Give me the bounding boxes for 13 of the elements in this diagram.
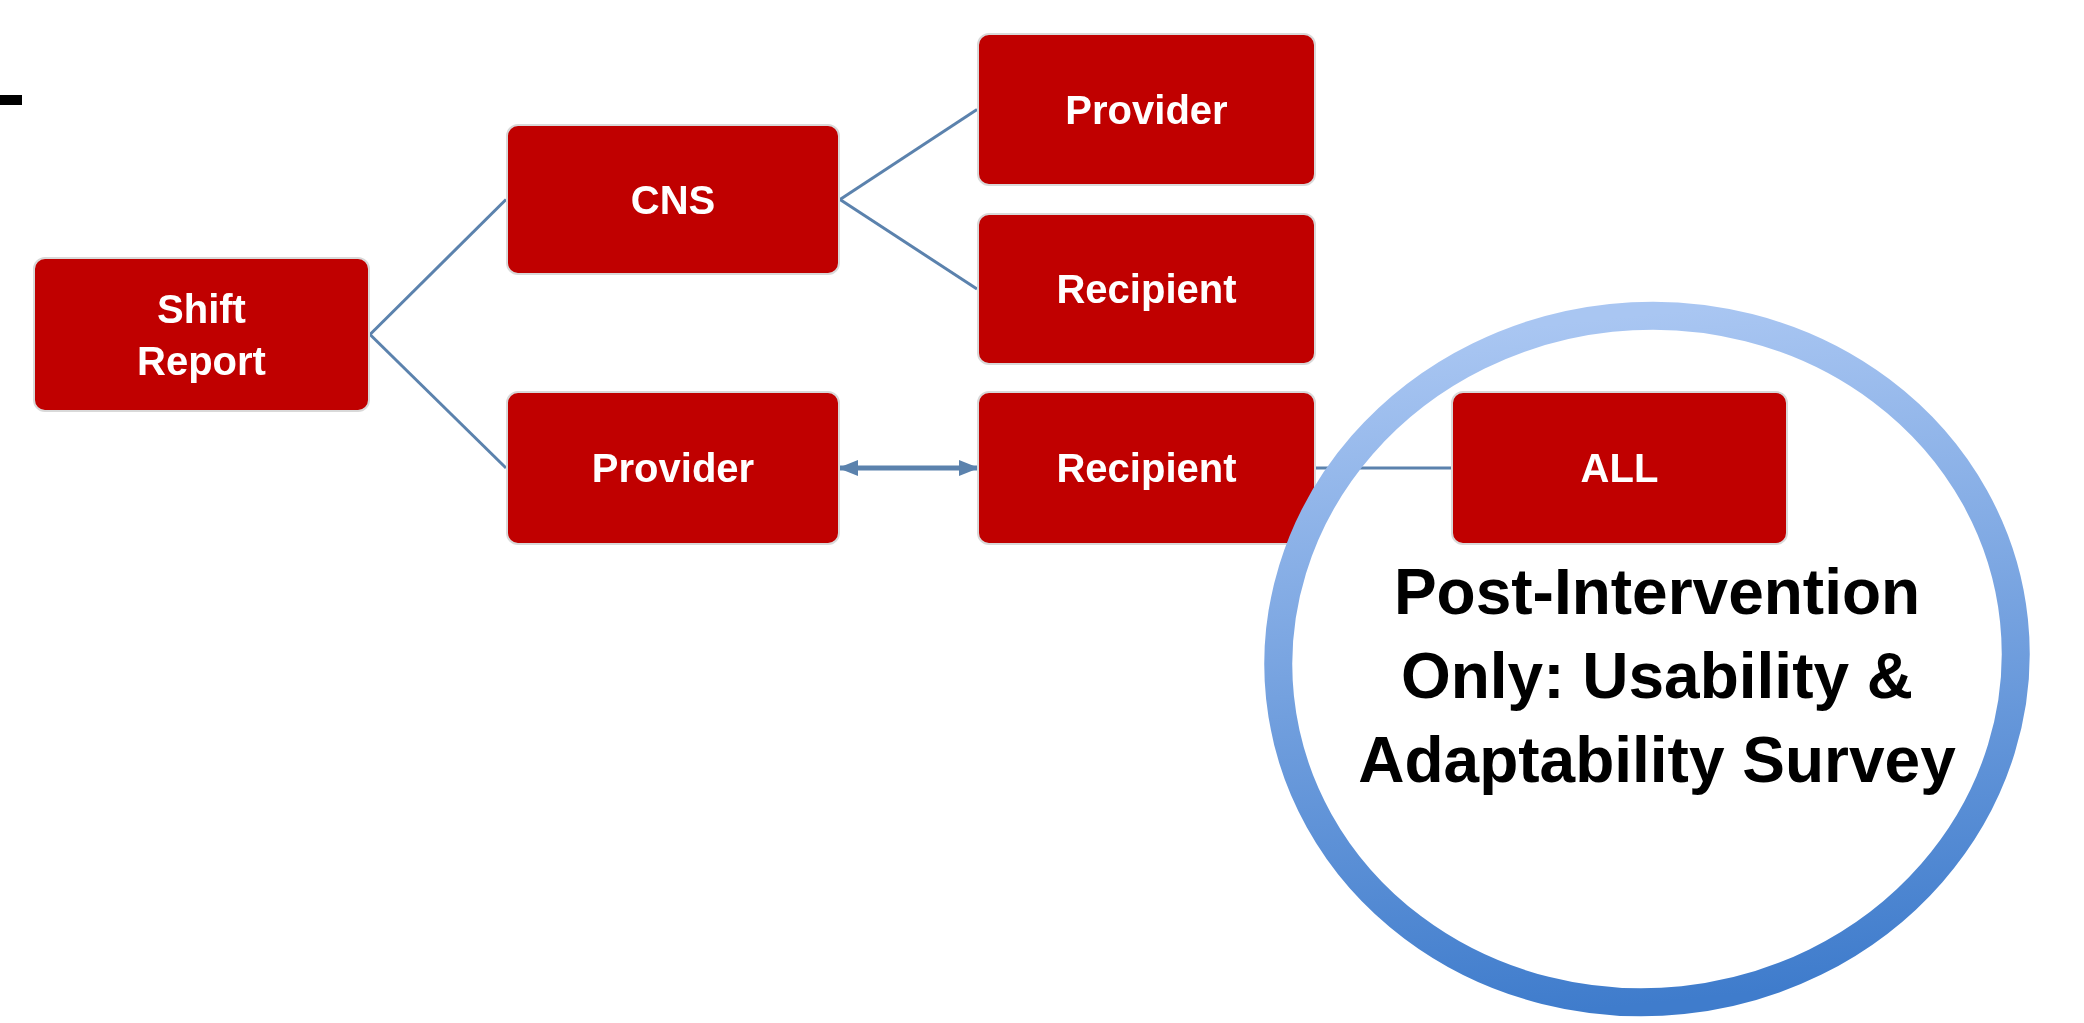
connector-line xyxy=(838,460,979,476)
connector-line xyxy=(839,198,978,291)
process-box: CNS xyxy=(506,124,840,275)
process-box: Recipient xyxy=(977,213,1316,365)
process-box: Shift Report xyxy=(33,257,370,412)
connector-line xyxy=(839,108,978,201)
connector-line xyxy=(368,198,508,336)
process-box: ALL xyxy=(1451,391,1788,545)
process-box: Provider xyxy=(506,391,840,545)
survey-text: Post-Intervention Only: Usability & Adaptability Survey xyxy=(1357,555,1957,798)
process-box: Provider xyxy=(977,33,1316,186)
connector-line xyxy=(368,333,508,470)
process-box: Recipient xyxy=(977,391,1316,545)
